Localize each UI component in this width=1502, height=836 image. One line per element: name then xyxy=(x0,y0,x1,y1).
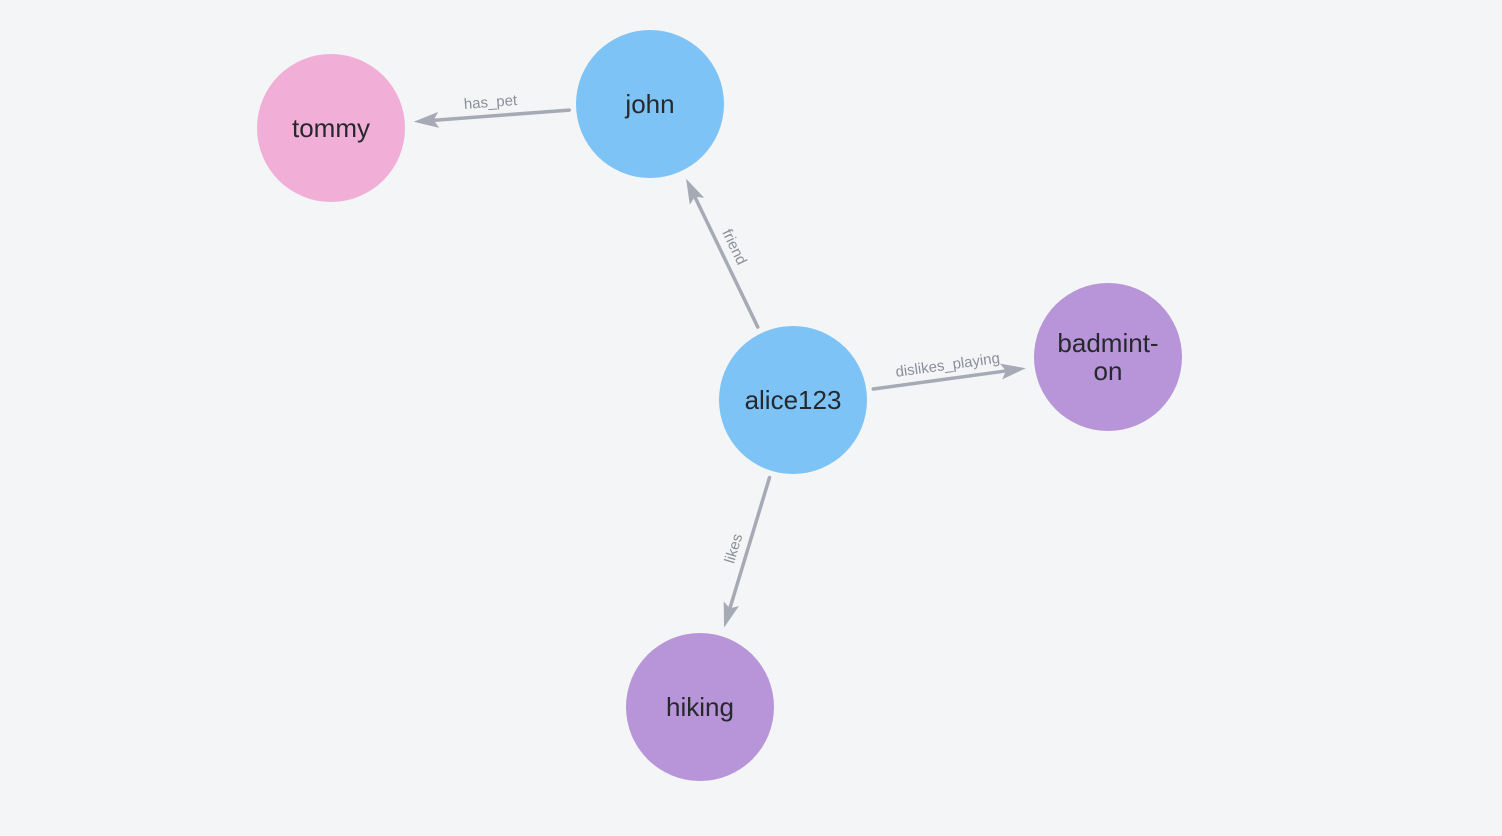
graph-node-hiking[interactable]: hiking xyxy=(626,633,774,781)
node-circle xyxy=(1034,283,1182,431)
edge-line xyxy=(728,475,772,610)
node-layer: tommy john alice123 badmint-on hiking xyxy=(257,30,1182,781)
edge-label: has_pet xyxy=(463,92,518,113)
graph-edge-likes[interactable]: likes xyxy=(721,475,772,628)
edge-arrowhead xyxy=(413,111,440,128)
edge-label: friend xyxy=(718,226,750,267)
graph-edge-dislikes_playing[interactable]: dislikes_playing xyxy=(871,350,1026,391)
node-circle xyxy=(257,54,405,202)
edge-line xyxy=(693,195,760,329)
graph-edge-has_pet[interactable]: has_pet xyxy=(413,92,571,128)
graph-node-tommy[interactable]: tommy xyxy=(257,54,405,202)
edge-arrowhead xyxy=(999,363,1026,380)
node-circle xyxy=(576,30,724,178)
graph-node-alice123[interactable]: alice123 xyxy=(719,326,867,474)
edge-arrowhead xyxy=(686,178,705,205)
graph-node-john[interactable]: john xyxy=(576,30,724,178)
edge-line xyxy=(871,369,1007,391)
edge-arrowhead xyxy=(723,601,739,628)
node-circle xyxy=(719,326,867,474)
edge-label: dislikes_playing xyxy=(894,350,1000,381)
graph-edge-friend[interactable]: friend xyxy=(686,178,760,329)
graph-node-badminton[interactable]: badmint-on xyxy=(1034,283,1182,431)
edge-line xyxy=(432,108,571,122)
node-circle xyxy=(626,633,774,781)
